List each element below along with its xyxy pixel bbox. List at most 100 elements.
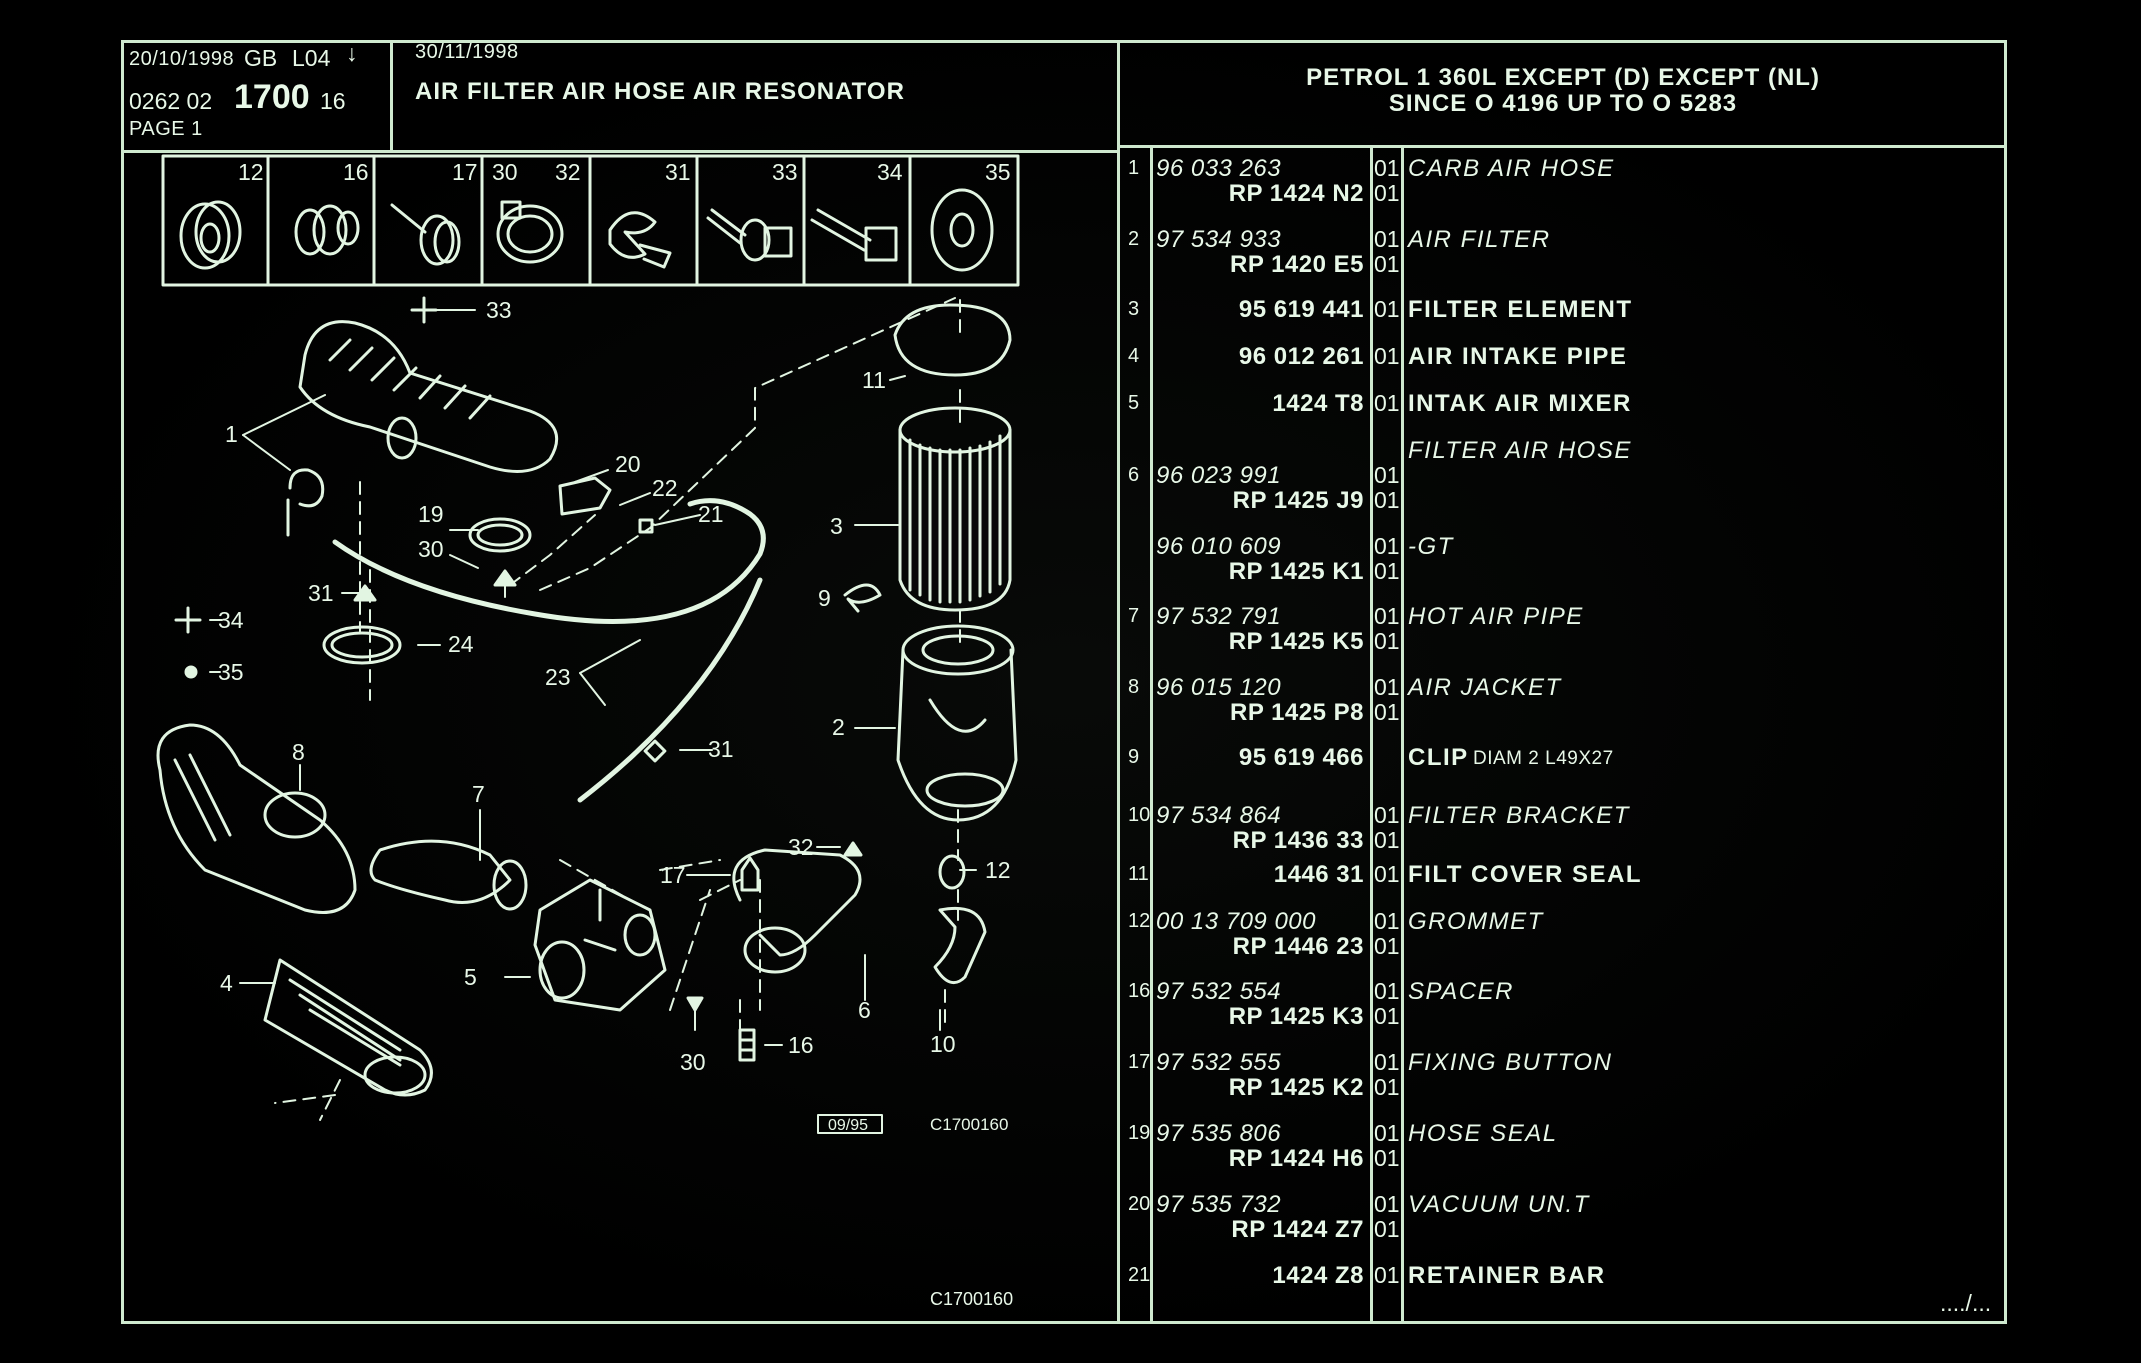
applicability-line-1: PETROL 1 360L EXCEPT (D) EXCEPT (NL) bbox=[1306, 64, 1820, 91]
down-arrow-icon: ↓ bbox=[346, 40, 358, 66]
group-prefix: 0262 02 bbox=[129, 88, 213, 114]
replacement-part-number: RP 1436 33 bbox=[1232, 827, 1364, 854]
part-ref-number: 21 bbox=[1128, 1264, 1151, 1286]
svg-text:32: 32 bbox=[555, 159, 581, 185]
part-description: FIXING BUTTON bbox=[1408, 1049, 1613, 1076]
callout-12: 12 bbox=[985, 857, 1011, 883]
air-filter-housing-part bbox=[896, 624, 1018, 822]
svg-text:17: 17 bbox=[452, 159, 478, 185]
callout-11: 11 bbox=[862, 367, 886, 393]
table-rule-2 bbox=[1370, 146, 1373, 1323]
part-description: FILTER BRACKET bbox=[1408, 802, 1630, 829]
table-rule-1 bbox=[1150, 146, 1153, 1323]
replacement-part-number: RP 1424 N2 bbox=[1228, 180, 1364, 207]
svg-text:16: 16 bbox=[343, 159, 369, 185]
callout-10: 10 bbox=[930, 1031, 956, 1057]
callout-24: 24 bbox=[448, 631, 474, 657]
part-description: AIR JACKET bbox=[1408, 674, 1562, 701]
replacement-part-number: RP 1425 K2 bbox=[1228, 1074, 1364, 1101]
continuation-mark: ..../... bbox=[1940, 1290, 1992, 1316]
part-description: HOSE SEAL bbox=[1408, 1120, 1558, 1147]
callout-6: 6 bbox=[858, 997, 871, 1023]
part-ref-number: 9 bbox=[1128, 746, 1140, 768]
callout-21: 21 bbox=[698, 501, 724, 527]
part-description: FILTER AIR HOSE bbox=[1408, 437, 1632, 464]
intake-pipe-part bbox=[263, 958, 433, 1097]
header-code: L04 bbox=[292, 45, 331, 71]
part-number: 1424 Z8 bbox=[1272, 1262, 1364, 1289]
part-description: AIR FILTER bbox=[1408, 226, 1551, 253]
part-ref-number: 17 bbox=[1128, 1051, 1151, 1073]
part-number: 96 010 609 bbox=[1156, 533, 1282, 560]
page-title: AIR FILTER AIR HOSE AIR RESONATOR bbox=[415, 78, 905, 105]
callout-5: 5 bbox=[464, 964, 477, 990]
quantity: 01 bbox=[1374, 699, 1400, 725]
fixing-button-icon bbox=[390, 203, 461, 266]
part-ref-number: 3 bbox=[1128, 298, 1140, 320]
callout-33: 33 bbox=[486, 297, 512, 323]
group-number: 1700 bbox=[234, 78, 310, 116]
part-number: 97 532 555 bbox=[1156, 1049, 1282, 1076]
part-description: -GT bbox=[1408, 533, 1454, 560]
part-ref-number: 7 bbox=[1128, 605, 1140, 627]
part-ref-number: 20 bbox=[1128, 1193, 1151, 1215]
figure-ref-2: C1700160 bbox=[930, 1289, 1013, 1309]
part-ref-number: 1 bbox=[1128, 157, 1140, 179]
washer-icon bbox=[930, 188, 994, 272]
quantity: 01 bbox=[1374, 978, 1400, 1004]
replacement-part-number: RP 1420 E5 bbox=[1230, 251, 1364, 278]
page-number: PAGE 1 bbox=[129, 118, 203, 140]
quantity: 01 bbox=[1374, 180, 1400, 206]
part-number: 1424 T8 bbox=[1272, 390, 1364, 417]
quantity: 01 bbox=[1374, 296, 1400, 322]
part-number: 00 13 709 000 bbox=[1156, 908, 1316, 935]
quantity: 01 bbox=[1374, 674, 1400, 700]
exploded-parts-diagram: 12 16 17 30 32 31 33 34 35 33 11 1 20 22… bbox=[156, 154, 1020, 1309]
callout-1: 1 bbox=[225, 421, 238, 447]
callout-7: 7 bbox=[472, 781, 485, 807]
catalogue-page-frame bbox=[121, 40, 2007, 1324]
quantity: 01 bbox=[1374, 603, 1400, 629]
date-stamp: 09/95 bbox=[828, 1117, 868, 1134]
part-ref-number: 8 bbox=[1128, 676, 1140, 698]
callout-31b: 31 bbox=[708, 736, 734, 762]
intake-mixer-part bbox=[533, 878, 667, 1012]
callout-30a: 30 bbox=[418, 536, 444, 562]
quantity: 01 bbox=[1374, 533, 1400, 559]
svg-text:33: 33 bbox=[772, 159, 798, 185]
callout-23: 23 bbox=[545, 664, 571, 690]
header-divider bbox=[390, 42, 393, 152]
callout-35: 35 bbox=[218, 659, 244, 685]
header-date: 20/10/1998 bbox=[129, 48, 235, 70]
group-suffix: 16 bbox=[320, 88, 346, 114]
part-ref-number: 5 bbox=[1128, 392, 1140, 414]
part-number: 97 534 933 bbox=[1156, 226, 1282, 253]
screw-washer-icon bbox=[706, 208, 793, 262]
replacement-part-number: RP 1425 K3 bbox=[1228, 1003, 1364, 1030]
part-description: HOT AIR PIPE bbox=[1408, 603, 1584, 630]
callout-34: 34 bbox=[218, 607, 244, 633]
callout-3: 3 bbox=[830, 513, 843, 539]
part-description: RETAINER BAR bbox=[1408, 1262, 1606, 1289]
quantity: 01 bbox=[1374, 1191, 1400, 1217]
callout-19: 19 bbox=[418, 501, 444, 527]
replacement-part-number: RP 1446 23 bbox=[1232, 933, 1364, 960]
part-number: 97 535 732 bbox=[1156, 1191, 1282, 1218]
quantity: 01 bbox=[1374, 1049, 1400, 1075]
right-header-rule bbox=[1118, 145, 2006, 148]
svg-text:34: 34 bbox=[877, 159, 903, 185]
quantity: 01 bbox=[1374, 908, 1400, 934]
part-number: 96 023 991 bbox=[1156, 462, 1282, 489]
part-number: 97 532 554 bbox=[1156, 978, 1282, 1005]
center-divider bbox=[1117, 42, 1120, 1323]
quantity: 01 bbox=[1374, 861, 1400, 887]
part-number: 1446 31 bbox=[1273, 861, 1364, 888]
quantity: 01 bbox=[1374, 827, 1400, 853]
svg-text:35: 35 bbox=[985, 159, 1011, 185]
callout-22: 22 bbox=[652, 475, 678, 501]
quantity: 01 bbox=[1374, 226, 1400, 252]
part-ref-number: 4 bbox=[1128, 345, 1140, 367]
quantity: 01 bbox=[1374, 251, 1400, 277]
quantity: 01 bbox=[1374, 1262, 1400, 1288]
replacement-part-number: RP 1425 K5 bbox=[1228, 628, 1364, 655]
